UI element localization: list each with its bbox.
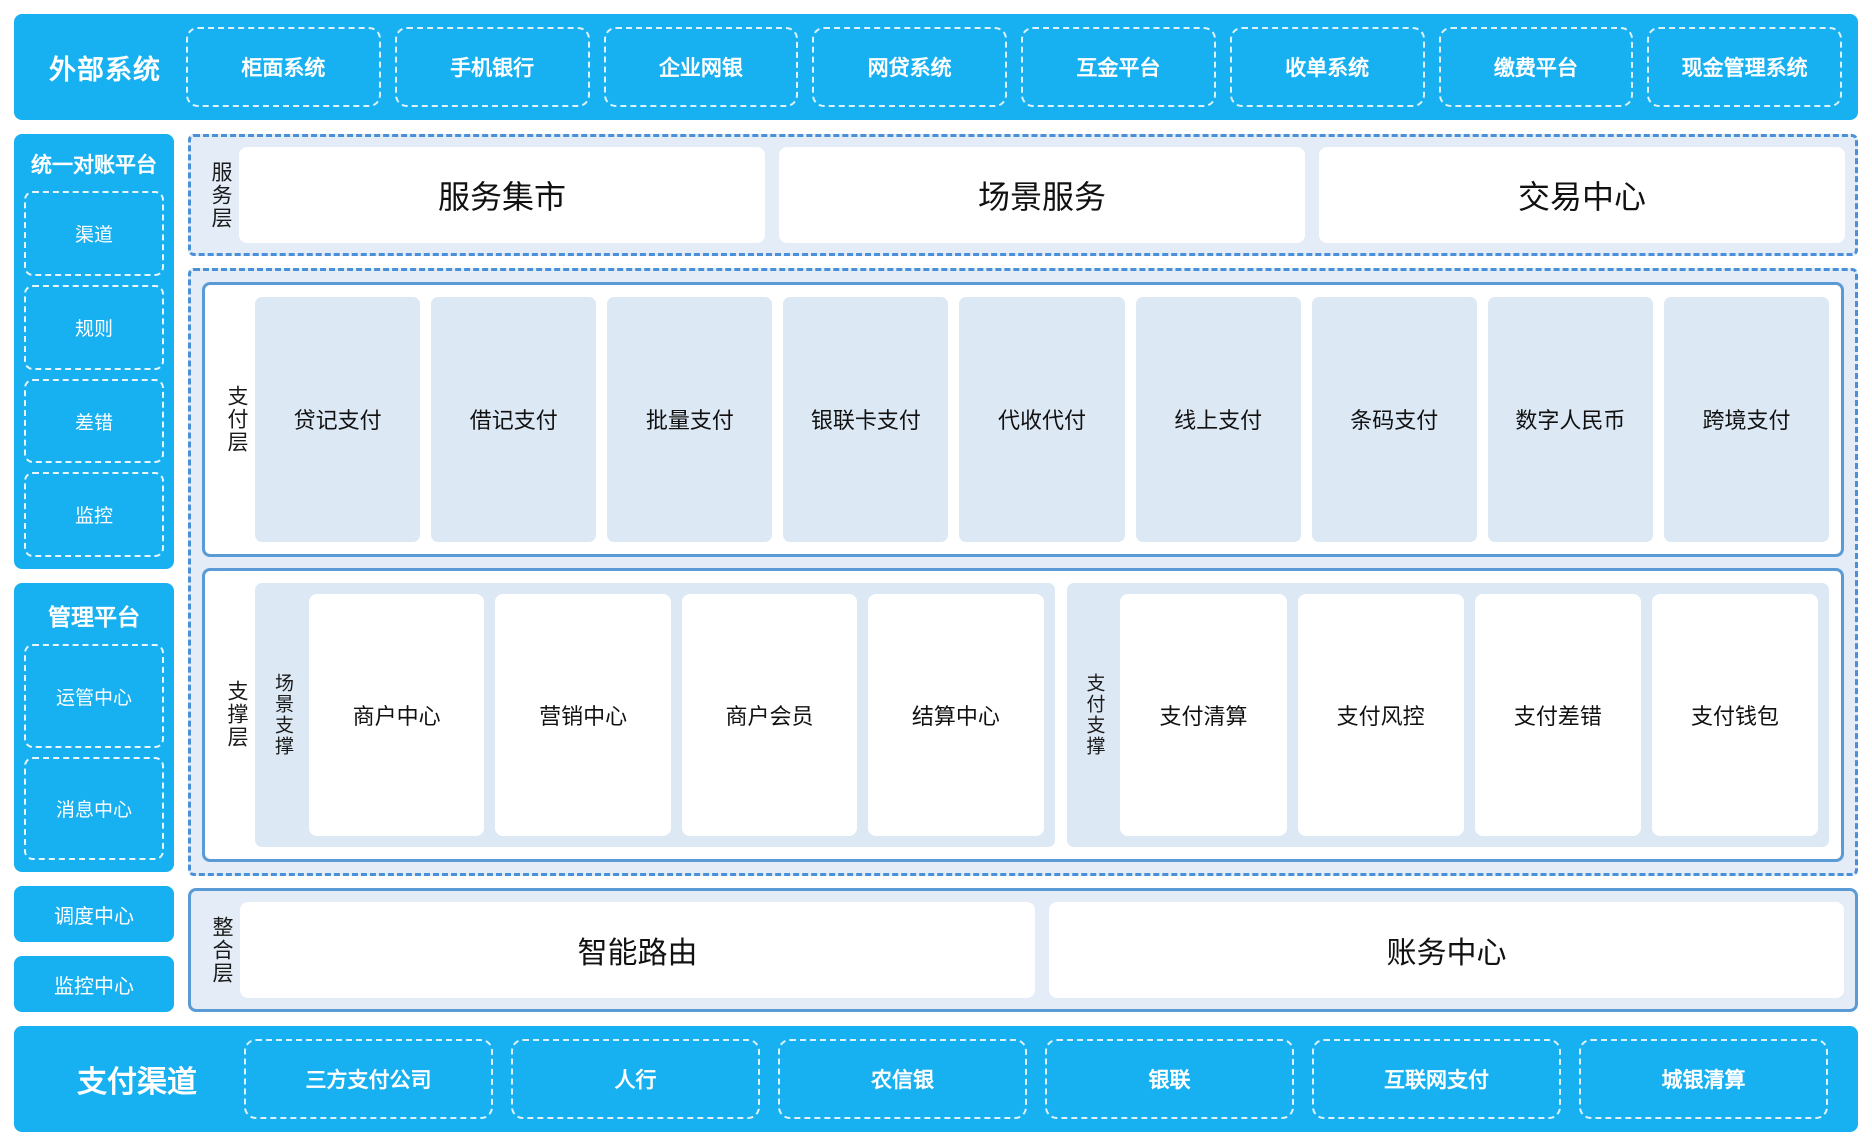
payment-item-debit[interactable]: 借记支付 bbox=[431, 297, 597, 542]
payment-layer-items: 贷记支付 借记支付 批量支付 银联卡支付 代收代付 线上支付 条码支付 数字人民… bbox=[255, 297, 1830, 542]
support-item-marketing-center[interactable]: 营销中心 bbox=[495, 593, 671, 836]
reconciliation-platform-panel: 统一对账平台 渠道 规则 差错 监控 bbox=[14, 134, 174, 570]
service-card-transaction-center[interactable]: 交易中心 bbox=[1319, 147, 1845, 243]
payment-channel-item[interactable]: 人行 bbox=[511, 1039, 760, 1119]
management-item-message-center[interactable]: 消息中心 bbox=[24, 756, 164, 861]
payment-channel-item[interactable]: 银联 bbox=[1045, 1039, 1294, 1119]
reconciliation-item-error[interactable]: 差错 bbox=[24, 378, 164, 464]
management-platform-panel: 管理平台 运管中心 消息中心 bbox=[14, 583, 174, 872]
external-system-item[interactable]: 现金管理系统 bbox=[1647, 27, 1842, 107]
external-system-item[interactable]: 网贷系统 bbox=[812, 27, 1007, 107]
service-layer-label: 服务层 bbox=[209, 160, 233, 230]
external-system-item[interactable]: 互金平台 bbox=[1021, 27, 1216, 107]
support-item-merchant-member[interactable]: 商户会员 bbox=[681, 593, 858, 836]
integration-card-smart-routing[interactable]: 智能路由 bbox=[240, 902, 1036, 998]
support-group-payment-label: 支付支撑 bbox=[1083, 672, 1105, 757]
support-group-scenario-label: 场景支撑 bbox=[271, 672, 293, 757]
payment-item-credit[interactable]: 贷记支付 bbox=[255, 297, 421, 542]
management-platform-title: 管理平台 bbox=[48, 604, 140, 631]
payment-channel-item[interactable]: 农信银 bbox=[778, 1039, 1027, 1119]
payment-channel-item[interactable]: 三方支付公司 bbox=[244, 1039, 493, 1119]
integration-layer: 整合层 智能路由 账务中心 bbox=[188, 888, 1858, 1012]
support-group-payment: 支付支撑 支付清算 支付风控 支付差错 支付钱包 bbox=[1066, 582, 1829, 847]
monitoring-center-box[interactable]: 监控中心 bbox=[14, 956, 174, 1012]
payment-item-collection-payment[interactable]: 代收代付 bbox=[959, 297, 1125, 542]
support-item-payment-error[interactable]: 支付差错 bbox=[1474, 593, 1641, 836]
management-item-operations-center[interactable]: 运管中心 bbox=[24, 644, 164, 748]
core-platform-box: 支付层 贷记支付 借记支付 批量支付 银联卡支付 代收代付 线上支付 条码支付 … bbox=[188, 268, 1858, 876]
support-layer: 支撑层 场景支撑 商户中心 营销中心 商户会员 结算中心 支付支撑 支付清算 bbox=[202, 567, 1844, 862]
payment-layer-label: 支付层 bbox=[225, 384, 249, 454]
left-rail: 统一对账平台 渠道 规则 差错 监控 管理平台 运管中心 消息中心 调度中心 监… bbox=[14, 134, 174, 1012]
payment-channel-item[interactable]: 互联网支付 bbox=[1312, 1039, 1561, 1119]
payment-channels-items: 三方支付公司 人行 农信银 银联 互联网支付 城银清算 bbox=[244, 1039, 1842, 1119]
reconciliation-item-rule[interactable]: 规则 bbox=[24, 284, 164, 370]
payment-item-unionpay-card[interactable]: 银联卡支付 bbox=[783, 297, 949, 542]
support-item-payment-risk-control[interactable]: 支付风控 bbox=[1297, 593, 1464, 836]
support-layer-groups: 场景支撑 商户中心 营销中心 商户会员 结算中心 支付支撑 支付清算 支付风控 … bbox=[255, 582, 1829, 847]
payment-channels-bar: 支付渠道 三方支付公司 人行 农信银 银联 互联网支付 城银清算 bbox=[14, 1026, 1858, 1132]
payment-item-online[interactable]: 线上支付 bbox=[1135, 297, 1301, 542]
support-layer-label: 支撑层 bbox=[225, 680, 249, 750]
external-system-item[interactable]: 缴费平台 bbox=[1438, 27, 1634, 107]
layers-column: 服务层 服务集市 场景服务 交易中心 支付层 贷记支付 借记支付 批量支付 银联… bbox=[188, 134, 1858, 1012]
reconciliation-item-channel[interactable]: 渠道 bbox=[24, 191, 164, 276]
external-system-item[interactable]: 收单系统 bbox=[1229, 27, 1425, 107]
service-layer: 服务层 服务集市 场景服务 交易中心 bbox=[188, 134, 1858, 256]
support-item-payment-clearing[interactable]: 支付清算 bbox=[1120, 593, 1287, 836]
support-item-payment-wallet[interactable]: 支付钱包 bbox=[1651, 593, 1819, 836]
external-system-item[interactable]: 企业网银 bbox=[603, 27, 799, 107]
service-layer-cards: 服务集市 场景服务 交易中心 bbox=[239, 147, 1845, 243]
integration-layer-label: 整合层 bbox=[210, 915, 234, 985]
payment-channels-title: 支付渠道 bbox=[77, 1066, 197, 1099]
reconciliation-platform-title: 统一对账平台 bbox=[31, 154, 157, 177]
service-card-marketplace[interactable]: 服务集市 bbox=[239, 147, 766, 243]
payment-item-barcode[interactable]: 条码支付 bbox=[1311, 297, 1477, 542]
scheduling-center-box[interactable]: 调度中心 bbox=[14, 886, 174, 942]
external-systems-bar: 外部系统 柜面系统 手机银行 企业网银 网贷系统 互金平台 收单系统 缴费平台 … bbox=[14, 14, 1858, 120]
support-item-merchant-center[interactable]: 商户中心 bbox=[308, 593, 485, 836]
integration-layer-cards: 智能路由 账务中心 bbox=[240, 902, 1845, 998]
platform-body: 统一对账平台 渠道 规则 差错 监控 管理平台 运管中心 消息中心 调度中心 监… bbox=[14, 134, 1858, 1012]
external-system-item[interactable]: 柜面系统 bbox=[186, 27, 381, 107]
reconciliation-item-monitor[interactable]: 监控 bbox=[24, 472, 164, 558]
integration-card-accounting-center[interactable]: 账务中心 bbox=[1049, 902, 1845, 998]
external-systems-title: 外部系统 bbox=[49, 54, 161, 85]
payment-layer: 支付层 贷记支付 借记支付 批量支付 银联卡支付 代收代付 线上支付 条码支付 … bbox=[202, 282, 1844, 557]
payment-channel-item[interactable]: 城银清算 bbox=[1579, 1039, 1828, 1119]
service-card-scenario[interactable]: 场景服务 bbox=[779, 147, 1306, 243]
payment-item-batch[interactable]: 批量支付 bbox=[607, 297, 773, 542]
external-systems-items: 柜面系统 手机银行 企业网银 网贷系统 互金平台 收单系统 缴费平台 现金管理系… bbox=[180, 27, 1842, 107]
support-item-settlement-center[interactable]: 结算中心 bbox=[868, 593, 1044, 836]
support-group-scenario: 场景支撑 商户中心 营销中心 商户会员 结算中心 bbox=[255, 582, 1055, 847]
payment-item-digital-rmb[interactable]: 数字人民币 bbox=[1487, 297, 1653, 542]
payment-item-cross-border[interactable]: 跨境支付 bbox=[1663, 297, 1830, 542]
external-system-item[interactable]: 手机银行 bbox=[394, 27, 590, 107]
